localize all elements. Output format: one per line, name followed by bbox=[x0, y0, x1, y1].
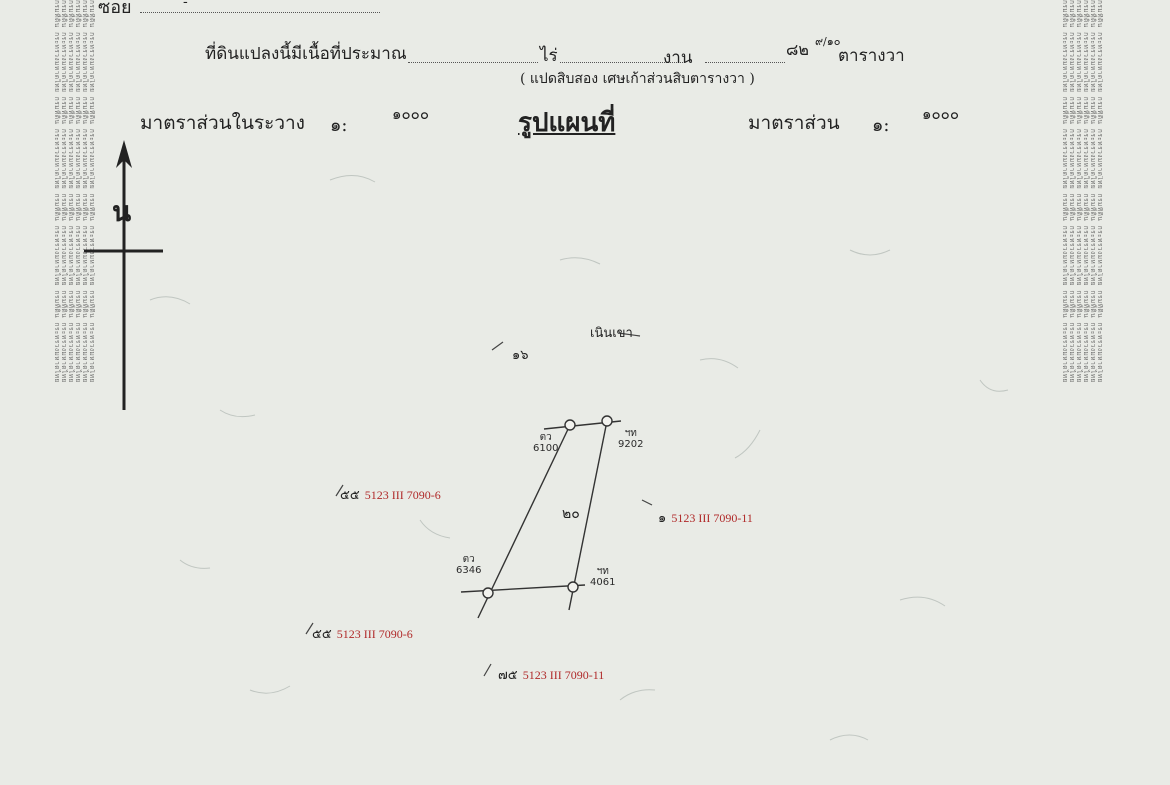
area-label: ที่ดินแปลงนี้มีเนื้อที่ประมาณ bbox=[205, 44, 407, 64]
wa-value: ๘๒ bbox=[786, 40, 809, 59]
parcel-boundary bbox=[460, 415, 622, 619]
neighbor-tick-2 bbox=[641, 499, 653, 506]
map-title: รูปแผนที่ bbox=[518, 108, 616, 138]
scale-between-label: มาตราส่วนในระวาง bbox=[140, 112, 305, 134]
scale-map-label: มาตราส่วน bbox=[748, 112, 840, 134]
parcel-number: ๒๐ bbox=[562, 506, 580, 522]
adjacent-tick bbox=[491, 341, 504, 351]
ngan-line bbox=[560, 62, 685, 63]
scale-between-value: ๑๐๐๐ bbox=[392, 105, 429, 123]
adjacent-label-tick bbox=[617, 332, 641, 337]
paper-fibers bbox=[149, 175, 1009, 741]
neighbor-ref-1: ๕๕ 5123 III 7090-6 bbox=[340, 488, 441, 503]
soi-label: ซอย bbox=[98, 0, 132, 18]
neighbor-tick-1 bbox=[335, 484, 344, 497]
north-letter: น bbox=[112, 195, 132, 228]
adjacent-land-label: เนินเขา bbox=[590, 326, 633, 341]
boundary-pin-4 bbox=[567, 581, 579, 593]
area-in-words: ( แปดสิบสอง เศษเก้าส่วนสิบตารางวา ) bbox=[520, 71, 755, 87]
rai-label: ไร่ bbox=[540, 46, 558, 66]
ngan-label: งาน bbox=[663, 48, 693, 68]
scale-map-ratio: ๑: bbox=[872, 115, 890, 136]
wa-label: ตารางวา bbox=[838, 46, 905, 66]
boundary-pin-2 bbox=[601, 415, 613, 427]
rai-line bbox=[408, 62, 538, 63]
neighbor-ref-2: ๑ 5123 III 7090-11 bbox=[658, 511, 753, 526]
neighbor-ref-4: ๗๕ 5123 III 7090-11 bbox=[498, 668, 605, 683]
scale-map-value: ๑๐๐๐ bbox=[922, 105, 959, 123]
north-arrow-icon bbox=[84, 140, 163, 410]
scale-between-ratio: ๑: bbox=[330, 115, 348, 136]
neighbor-tick-3 bbox=[305, 622, 314, 635]
adjacent-parcel-number: ๑๖ bbox=[512, 348, 529, 363]
boundary-pin-1 bbox=[564, 419, 576, 431]
soi-value: - bbox=[183, 0, 188, 10]
wa-line bbox=[705, 62, 785, 63]
right-security-strip: กรมที่ดิน กระทรวงมหาดไทย กรมที่ดิน กระทร… bbox=[1061, 0, 1103, 383]
soi-dotted-line bbox=[140, 12, 380, 13]
boundary-pin-3 bbox=[482, 587, 494, 599]
neighbor-ref-3: ๕๕ 5123 III 7090-6 bbox=[312, 627, 413, 642]
left-security-strip: กรมที่ดิน กระทรวงมหาดไทย กรมที่ดิน กระทร… bbox=[53, 0, 95, 383]
neighbor-tick-4 bbox=[483, 663, 492, 677]
wa-fraction: ๙/๑๐ bbox=[815, 35, 841, 48]
